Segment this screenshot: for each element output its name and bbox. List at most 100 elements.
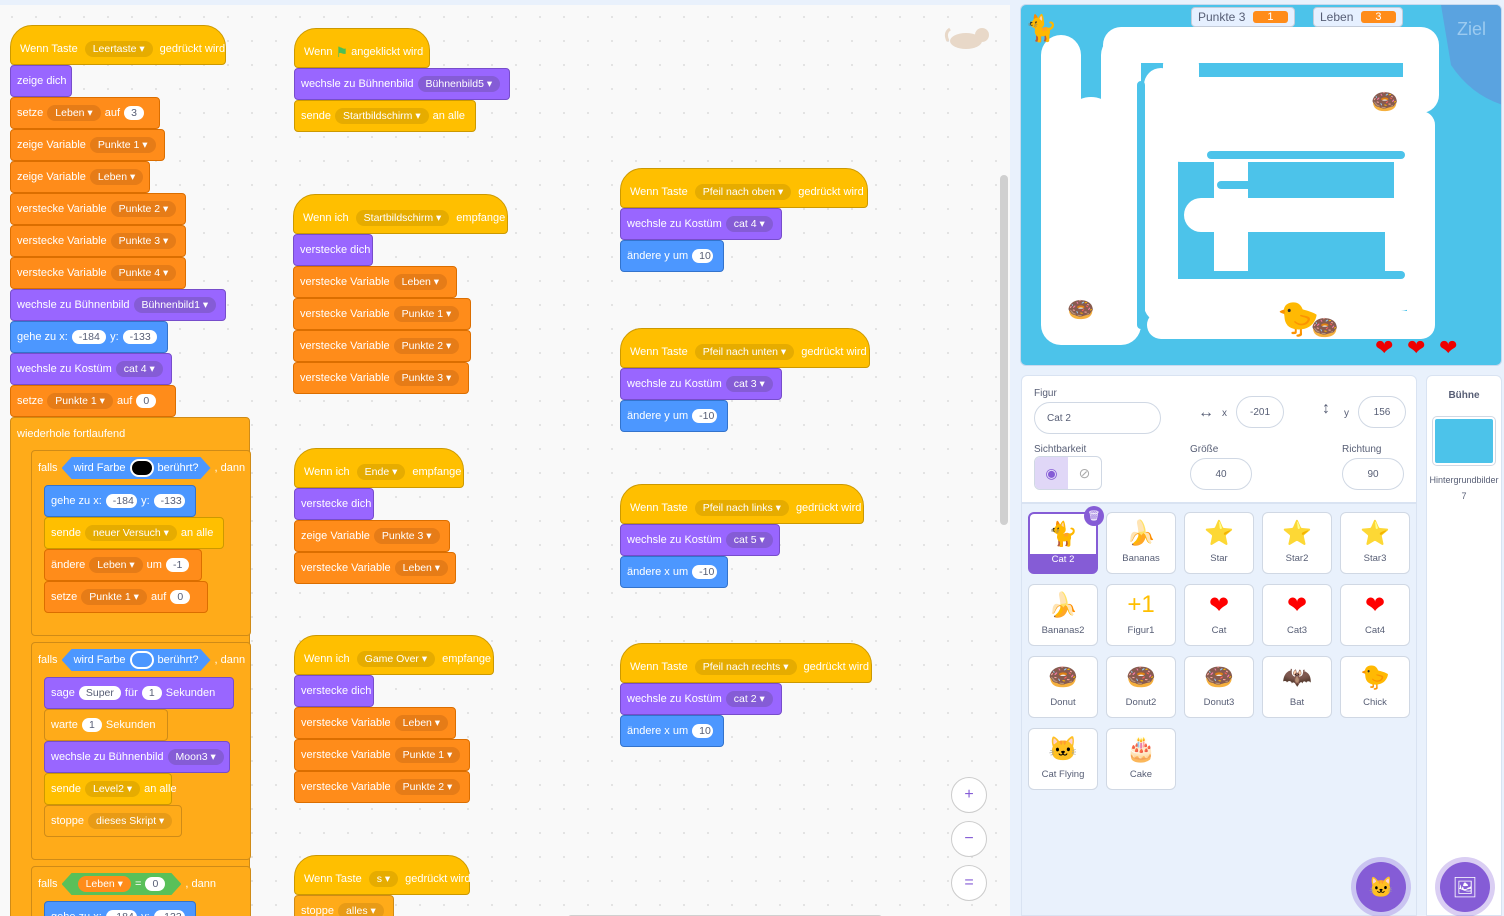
heart-icon[interactable]: ❤ — [1407, 335, 1426, 360]
color-swatch-black[interactable] — [130, 459, 154, 477]
when-receive-block[interactable]: Wenn ichStartbildschirmempfange — [293, 194, 508, 234]
var-dropdown[interactable]: Punkte 1 — [393, 306, 460, 322]
stage-backdrop-pane[interactable]: Bühne Hintergrundbilder 7 — [1426, 375, 1502, 916]
choose-backdrop-button[interactable]: 🖼 — [1440, 862, 1490, 912]
costume-dropdown[interactable]: cat 5 — [725, 532, 773, 548]
var-dropdown[interactable]: Punkte 2 — [393, 338, 460, 354]
value-input[interactable]: 0 — [136, 394, 157, 408]
when-key-pressed-block[interactable]: Wenn TasteLeertastegedrückt wird — [10, 25, 226, 65]
stop-dropdown[interactable]: alles — [338, 903, 384, 916]
cat-sprite-icon[interactable]: 🐈 — [1025, 13, 1058, 43]
x-input[interactable]: -184 — [105, 494, 138, 508]
size-input[interactable]: 40 — [1190, 458, 1252, 490]
eye-icon[interactable]: ◉ — [1035, 457, 1068, 489]
key-dropdown[interactable]: Pfeil nach links — [694, 500, 789, 516]
backdrop-dropdown[interactable]: Moon3 — [167, 749, 224, 765]
var-dropdown[interactable]: Punkte 1 — [47, 393, 113, 409]
zoom-reset-button[interactable]: = — [951, 865, 987, 901]
y-input[interactable]: -133 — [153, 494, 185, 508]
var-dropdown[interactable]: Punkte 4 — [110, 265, 177, 281]
sprite-name-input[interactable]: Cat 2 — [1034, 402, 1161, 434]
var-dropdown[interactable]: Leben — [394, 715, 449, 731]
sprite-tile[interactable]: 🎂Cake — [1106, 728, 1176, 790]
var-dropdown[interactable]: Leben — [89, 169, 144, 185]
zoom-in-button[interactable]: + — [951, 777, 987, 813]
text-input[interactable]: Super — [78, 686, 121, 700]
sprite-tile[interactable]: 🍌Bananas — [1106, 512, 1176, 574]
value-input[interactable]: 10 — [692, 724, 713, 738]
value-input[interactable]: -10 — [692, 565, 717, 579]
var-dropdown[interactable]: Punkte 3 — [393, 370, 460, 386]
sprite-tile[interactable]: ⭐Star — [1184, 512, 1254, 574]
change-x-block[interactable]: ändere x um-10 — [620, 556, 728, 588]
stop-dropdown[interactable]: dieses Skript — [88, 813, 173, 829]
equals-condition[interactable]: Leben=0 — [62, 873, 182, 895]
key-dropdown[interactable]: Pfeil nach oben — [694, 184, 792, 200]
x-input[interactable]: -184 — [105, 910, 138, 916]
backdrop-thumbnail[interactable] — [1433, 417, 1495, 465]
when-key-pressed-block[interactable]: Wenn Tastesgedrückt wird — [294, 855, 471, 895]
broadcast-block[interactable]: sendeLevel2an alle — [44, 773, 177, 805]
hide-block[interactable]: verstecke dich — [294, 488, 374, 520]
sprite-tile[interactable]: ⭐Star3 — [1340, 512, 1410, 574]
sprite-tile[interactable]: ⭐Star2 — [1262, 512, 1332, 574]
sprite-tile[interactable]: 🗑🐈Cat 2 — [1028, 506, 1104, 574]
value-input[interactable]: -1 — [165, 558, 190, 572]
var-dropdown[interactable]: Punkte 3 — [373, 528, 440, 544]
heart-crossed-icon[interactable]: ❤ — [1375, 335, 1394, 360]
var-dropdown[interactable]: Punkte 2 — [394, 779, 461, 795]
donut-sprite-icon[interactable]: 🍩 — [1067, 297, 1095, 322]
var-dropdown[interactable]: Leben — [47, 105, 101, 121]
var-dropdown[interactable]: Leben — [89, 557, 143, 573]
costume-dropdown[interactable]: cat 4 — [115, 361, 163, 377]
sprite-tile[interactable]: 🐤Chick — [1340, 656, 1410, 718]
key-dropdown[interactable]: Pfeil nach rechts — [694, 659, 797, 675]
sprite-tile[interactable]: ❤Cat3 — [1262, 584, 1332, 646]
message-dropdown[interactable]: Game Over — [356, 651, 436, 667]
set-leben-block[interactable]: setzeLebenauf3 — [10, 97, 160, 129]
message-dropdown[interactable]: Ende — [356, 464, 406, 480]
value-input[interactable]: 10 — [692, 249, 713, 263]
y-position-input[interactable]: 156 — [1358, 396, 1406, 428]
costume-dropdown[interactable]: cat 2 — [725, 691, 773, 707]
choose-sprite-button[interactable]: 🐱 — [1356, 862, 1406, 912]
show-block[interactable]: zeige dich — [10, 65, 72, 97]
donut-sprite-icon[interactable]: 🍩 — [1371, 89, 1399, 114]
backdrop-dropdown[interactable]: Bühnenbild1 — [133, 297, 217, 313]
heart-icon[interactable]: ❤ — [1439, 335, 1458, 360]
var-dropdown[interactable]: Leben — [394, 560, 449, 576]
sprite-tile[interactable]: 🦇Bat — [1262, 656, 1332, 718]
code-workspace[interactable]: Wenn TasteLeertastegedrückt wird zeige d… — [0, 5, 1010, 916]
key-dropdown[interactable]: s — [368, 871, 399, 887]
costume-dropdown[interactable]: cat 3 — [725, 376, 773, 392]
hide-block[interactable]: verstecke dich — [294, 675, 374, 707]
